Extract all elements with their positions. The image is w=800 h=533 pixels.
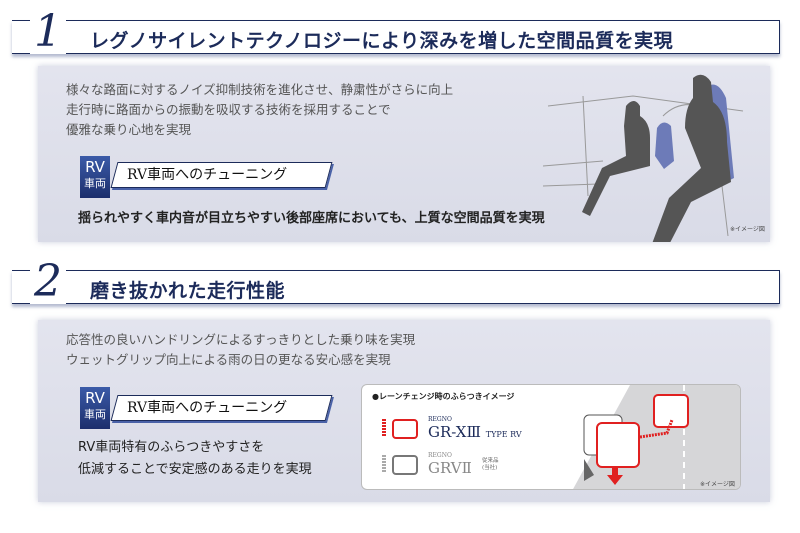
body-line: ウェットグリップ向上による雨の日の更なる安心感を実現 — [66, 352, 391, 367]
body-line: 様々な路面に対するノイズ抑制技術を進化させ、静粛性がさらに向上 — [66, 82, 454, 97]
red-bar-icon — [382, 419, 386, 437]
product2-note: (当社) — [482, 465, 498, 471]
section1-body: 様々な路面に対するノイズ抑制技術を進化させ、静粛性がさらに向上 走行時に路面から… — [66, 80, 453, 140]
product2-brand: REGNO — [428, 452, 452, 459]
body-line: 走行時に路面からの振動を吸収する技術を採用することで — [66, 102, 391, 117]
section1-highlight: 揺られやすく車内音が目立ちやすい後部座席においても、上質な空間品質を実現 — [78, 211, 545, 226]
body-line: 優雅な乗り心地を実現 — [66, 122, 192, 137]
section1-title: レグノサイレントテクノロジーにより深みを増した空間品質を実現 — [90, 30, 674, 52]
gray-bar-icon — [382, 455, 386, 473]
section1-panel: 様々な路面に対するノイズ抑制技術を進化させ、静粛性がさらに向上 走行時に路面から… — [38, 66, 770, 242]
body-line: 応答性の良いハンドリングによるすっきりとした乗り味を実現 — [66, 332, 416, 347]
rv-badge-top: RV — [85, 389, 105, 407]
section1-header — [12, 20, 780, 54]
image-note: ※イメージ図 — [700, 481, 735, 488]
product1-model: GR-XⅢ — [428, 423, 481, 441]
rv-badge-bottom: 車両 — [84, 408, 106, 421]
product1-name: GR-XⅢ TYPE RV — [428, 423, 522, 441]
drift-arrow-icon — [584, 459, 594, 481]
product2-notes: 従来品(当社) — [482, 458, 499, 472]
road-illustration — [573, 385, 740, 489]
product1-brand: REGNO — [428, 416, 452, 423]
tuning-label-text: RV車両へのチューニング — [127, 167, 288, 183]
section2-body: 応答性の良いハンドリングによるすっきりとした乗り味を実現 ウェットグリップ向上に… — [66, 330, 415, 370]
tuning-label: RV車両へのチューニング — [110, 162, 333, 188]
gray-car-front-icon — [392, 455, 418, 475]
section2-title: 磨き抜かれた走行性能 — [90, 280, 286, 302]
lane-change-diagram: ●レーンチェンジ時のふらつきイメージ REGNO GR-XⅢ TYPE RV R… — [361, 384, 741, 490]
red-car-front-icon — [392, 419, 418, 439]
image-note: ※イメージ図 — [730, 226, 765, 233]
section2-highlight: RV車両特有のふらつきやすさを 低減することで安定感のある走りを実現 — [78, 437, 312, 481]
tuning-label: RV車両へのチューニング — [110, 395, 333, 421]
product2-note: 従来品 — [482, 458, 499, 464]
diagram-title: ●レーンチェンジ時のふらつきイメージ — [372, 392, 515, 401]
product1-type: TYPE RV — [485, 430, 522, 439]
highlight-line: RV車両特有のふらつきやすさを — [78, 440, 265, 455]
rv-badge-bottom: 車両 — [84, 177, 106, 190]
section1-number: 1 — [30, 10, 66, 54]
product2-name: GRVⅡ — [428, 459, 472, 477]
tuning-label-text: RV車両へのチューニング — [127, 400, 288, 416]
red-car-icon — [653, 394, 689, 428]
section2-number: 2 — [30, 260, 66, 304]
down-arrow-icon — [607, 467, 623, 485]
highlight-line: 低減することで安定感のある走りを実現 — [78, 462, 312, 477]
rear-seat-passengers-image — [543, 74, 744, 242]
section2-header — [12, 270, 780, 304]
rv-badge-top: RV — [85, 158, 105, 176]
red-car-icon — [596, 422, 640, 468]
